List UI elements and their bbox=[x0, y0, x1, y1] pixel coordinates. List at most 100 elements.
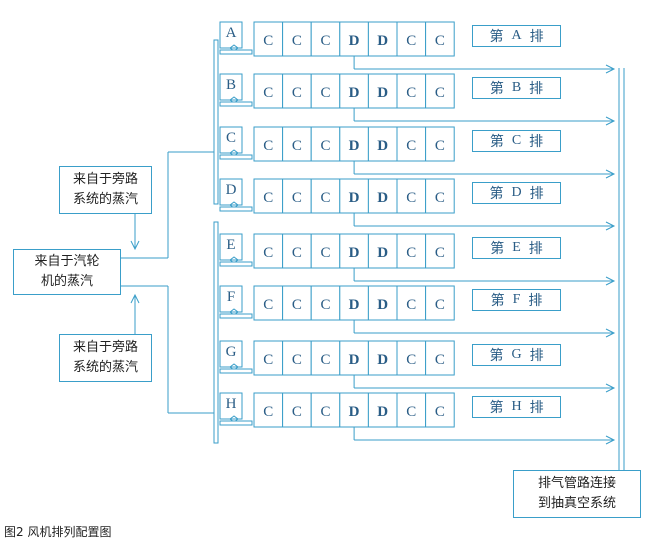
exhaust-arrow bbox=[605, 116, 616, 126]
fan-cell bbox=[367, 340, 398, 376]
fan-cell-label: C bbox=[435, 245, 445, 261]
row-connector bbox=[219, 101, 253, 107]
row-letter: G bbox=[226, 344, 237, 360]
fan-cell-label: C bbox=[320, 138, 330, 154]
row-header-box bbox=[219, 233, 243, 261]
fan-cell bbox=[425, 21, 455, 57]
fan-cell bbox=[253, 178, 284, 214]
exhaust-arrow bbox=[605, 221, 616, 231]
fan-cell-label: C bbox=[435, 404, 445, 420]
row-letter: A bbox=[226, 25, 237, 41]
fan-cell bbox=[425, 392, 455, 428]
fan-cell-label: D bbox=[377, 33, 388, 49]
fan-cell-label: C bbox=[263, 33, 273, 49]
row-header-box bbox=[219, 285, 243, 313]
fan-cell bbox=[282, 285, 312, 321]
row-letter: D bbox=[226, 182, 237, 198]
bypass-arrow-bottom bbox=[130, 293, 140, 304]
fan-cell-label: C bbox=[320, 352, 330, 368]
row-letter: H bbox=[226, 396, 237, 412]
bypass-arrow-top bbox=[130, 240, 140, 251]
row-connector bbox=[219, 206, 253, 212]
fan-cell-label: C bbox=[406, 33, 416, 49]
fan-cell bbox=[253, 126, 284, 162]
fan-cell bbox=[367, 126, 398, 162]
fan-cell bbox=[425, 233, 455, 269]
fan-cell-label: D bbox=[349, 404, 360, 420]
fan-cell-label: C bbox=[435, 85, 445, 101]
exhaust-arrow bbox=[605, 328, 616, 338]
row-connector bbox=[219, 154, 253, 160]
fan-cell-label: C bbox=[292, 33, 302, 49]
fan-cell bbox=[425, 340, 455, 376]
fan-cell-label: C bbox=[406, 352, 416, 368]
fan-cell-label: D bbox=[377, 138, 388, 154]
fan-cell-label: C bbox=[435, 33, 445, 49]
fan-cell-label: D bbox=[377, 245, 388, 261]
fan-cell-label: C bbox=[406, 245, 416, 261]
fan-cell bbox=[339, 126, 369, 162]
row-header-box bbox=[219, 340, 243, 368]
fan-cell-label: C bbox=[263, 297, 273, 313]
row-header-box bbox=[219, 73, 243, 101]
exhaust-vacuum-box: 排气管路连接 到抽真空系统 bbox=[513, 470, 641, 518]
fan-cell bbox=[367, 178, 398, 214]
fan-cell bbox=[282, 178, 312, 214]
fan-cell-label: C bbox=[406, 297, 416, 313]
fan-cell bbox=[396, 392, 427, 428]
fan-cell-label: C bbox=[263, 352, 273, 368]
fan-cell bbox=[282, 340, 312, 376]
fan-cell-label: C bbox=[320, 297, 330, 313]
fan-cell bbox=[282, 73, 312, 109]
fan-cell-label: D bbox=[377, 404, 388, 420]
fan-cell bbox=[396, 73, 427, 109]
fan-cell bbox=[425, 126, 455, 162]
fan-cell bbox=[310, 73, 341, 109]
exhaust-arrow bbox=[605, 383, 616, 393]
fan-cell bbox=[253, 340, 284, 376]
fan-cell bbox=[310, 233, 341, 269]
row-letter: F bbox=[227, 289, 235, 305]
fan-cell-label: D bbox=[349, 297, 360, 313]
row-connector bbox=[219, 49, 253, 55]
fan-cell-label: C bbox=[292, 404, 302, 420]
fan-cell-label: C bbox=[292, 138, 302, 154]
row-connector bbox=[219, 261, 253, 267]
fan-cell bbox=[310, 126, 341, 162]
fan-cell bbox=[310, 340, 341, 376]
fan-cell-label: D bbox=[349, 33, 360, 49]
fan-cell-label: C bbox=[406, 404, 416, 420]
fan-cell-label: C bbox=[406, 138, 416, 154]
fan-cell-label: C bbox=[292, 245, 302, 261]
exhaust-arrow bbox=[605, 435, 616, 445]
fan-cell bbox=[367, 233, 398, 269]
fan-cell-label: C bbox=[320, 85, 330, 101]
fan-cell-label: C bbox=[406, 85, 416, 101]
fan-cell-label: D bbox=[377, 85, 388, 101]
fan-cell-label: C bbox=[263, 138, 273, 154]
fan-cell bbox=[310, 285, 341, 321]
fan-cell-label: C bbox=[320, 404, 330, 420]
fan-cell bbox=[339, 285, 369, 321]
fan-cell-label: C bbox=[435, 190, 445, 206]
fan-cell-label: D bbox=[377, 190, 388, 206]
row-connector bbox=[219, 420, 253, 426]
fan-cell bbox=[425, 73, 455, 109]
row-connector bbox=[219, 368, 253, 374]
figure-caption: 图2 风机排列配置图 bbox=[4, 525, 112, 539]
fan-cell-label: D bbox=[349, 245, 360, 261]
fan-cell-label: C bbox=[320, 245, 330, 261]
fan-cell bbox=[253, 21, 284, 57]
fan-cell-label: D bbox=[349, 138, 360, 154]
fan-cell-label: C bbox=[406, 190, 416, 206]
row-letter: B bbox=[226, 77, 236, 93]
fan-cell bbox=[367, 392, 398, 428]
fan-cell bbox=[367, 73, 398, 109]
